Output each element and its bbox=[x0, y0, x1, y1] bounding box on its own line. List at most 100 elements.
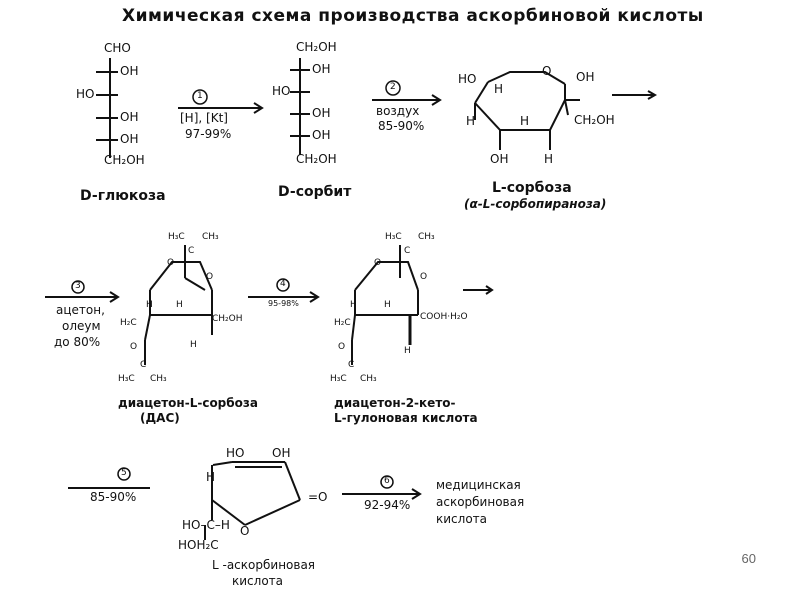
glucose-oh-2: OH bbox=[120, 110, 139, 124]
glucose-oh-3: OH bbox=[120, 132, 139, 146]
arrow-step-2 bbox=[372, 80, 442, 106]
dak-name-line-1: диацетон-2-кето- bbox=[334, 396, 456, 410]
dak-h-3: H bbox=[404, 346, 411, 356]
ascorbic-carbonyl: =O bbox=[308, 490, 328, 504]
sorbose-oh-right: OH bbox=[576, 70, 595, 84]
step-5-yield: 85-90% bbox=[90, 490, 137, 504]
ascorbic-name-line-2: кислота bbox=[232, 574, 283, 588]
dak-o-2: O bbox=[420, 272, 428, 282]
das-h-1: H bbox=[146, 300, 153, 310]
step-3-condition-2: олеум bbox=[62, 319, 101, 333]
arrow-to-ascorbic bbox=[463, 285, 494, 295]
sorbitol-name: D-сорбит bbox=[278, 184, 352, 200]
das-o-2: O bbox=[206, 272, 214, 282]
dak-ch3-bottom: CH₃ bbox=[360, 374, 377, 384]
ascorbic-ho-c-h: HO–C–H bbox=[182, 518, 230, 532]
das-ch3-top: CH₃ bbox=[202, 232, 219, 242]
das-structure bbox=[144, 245, 213, 365]
step-3-number: 3 bbox=[75, 281, 81, 291]
sorbitol-oh-3: OH bbox=[312, 128, 331, 142]
sorbose-h-3: H bbox=[520, 114, 530, 128]
product-line-1: медицинская bbox=[436, 478, 521, 492]
das-name: диацетон-L-сорбоза bbox=[118, 396, 258, 410]
sorbose-h-1: H bbox=[494, 82, 504, 96]
sorbitol-ho: HO bbox=[272, 84, 291, 98]
step-2-yield: 85-90% bbox=[378, 119, 425, 133]
ascorbic-hoh2c: HOH₂C bbox=[178, 538, 219, 552]
das-o-3: O bbox=[130, 342, 138, 352]
step-6-number: 6 bbox=[384, 476, 390, 486]
dak-h-2: H bbox=[384, 300, 391, 310]
dak-cooh: COOH·H₂O bbox=[420, 312, 468, 322]
arrow-step-5 bbox=[68, 467, 150, 489]
das-h2c: H₂C bbox=[120, 318, 137, 328]
das-h-2: H bbox=[176, 300, 183, 310]
ascorbic-ring-o: O bbox=[240, 524, 250, 538]
arrow-step-6 bbox=[342, 475, 422, 500]
sorbitol-ch2oh-top: CH₂OH bbox=[296, 40, 337, 54]
ascorbic-ho: HO bbox=[226, 446, 245, 460]
glucose-ch2oh: CH₂OH bbox=[104, 153, 145, 167]
dak-structure bbox=[351, 245, 419, 365]
das-h3c-bottom: H₃C bbox=[118, 374, 135, 384]
glucose-skeleton bbox=[96, 58, 118, 158]
dak-c-top: C bbox=[404, 246, 411, 256]
das-o-1: O bbox=[167, 258, 175, 268]
das-h3c-top: H₃C bbox=[168, 232, 185, 242]
product-line-2: аскорбиновая bbox=[436, 495, 525, 509]
dak-h3c-bottom: H₃C bbox=[330, 374, 347, 384]
sorbitol-ch2oh-bottom: CH₂OH bbox=[296, 152, 337, 166]
step-1-number: 1 bbox=[197, 91, 203, 101]
sorbitol-skeleton bbox=[290, 58, 310, 155]
step-4-number: 4 bbox=[280, 279, 286, 289]
arrow-step-1 bbox=[178, 89, 264, 114]
step-1-condition: [H], [Kt] bbox=[180, 111, 228, 125]
das-subname: (ДАС) bbox=[140, 411, 180, 425]
step-1-yield: 97-99% bbox=[185, 127, 232, 141]
sorbose-ring bbox=[474, 71, 580, 150]
sorbitol-oh-1: OH bbox=[312, 62, 331, 76]
step-3-condition-3: до 80% bbox=[54, 335, 101, 349]
page-title: Химическая схема производства аскорбинов… bbox=[122, 6, 704, 26]
sorbose-h-2: H bbox=[466, 114, 476, 128]
step-5-number: 5 bbox=[121, 468, 127, 478]
slide-number: 60 bbox=[741, 551, 756, 566]
product-line-3: кислота bbox=[436, 512, 487, 526]
ascorbic-oh: OH bbox=[272, 446, 291, 460]
sorbose-oh-bottom: OH bbox=[490, 152, 509, 166]
sorbose-ho: HO bbox=[458, 72, 477, 86]
sorbitol-oh-2: OH bbox=[312, 106, 331, 120]
sorbose-ch2oh: CH₂OH bbox=[574, 113, 615, 127]
dak-o-3: O bbox=[338, 342, 346, 352]
glucose-ho: HO bbox=[76, 87, 95, 101]
dak-h2c: H₂C bbox=[334, 318, 351, 328]
glucose-cho: CHO bbox=[104, 41, 131, 55]
step-4-yield: 95-98% bbox=[268, 299, 299, 308]
das-ch3-bottom: CH₃ bbox=[150, 374, 167, 384]
dak-h-1: H bbox=[350, 300, 357, 310]
ascorbic-h: H bbox=[206, 470, 216, 484]
dak-o-1: O bbox=[374, 258, 382, 268]
step-6-yield: 92-94% bbox=[364, 498, 411, 512]
step-2-number: 2 bbox=[390, 82, 396, 92]
dak-ch3-top: CH₃ bbox=[418, 232, 435, 242]
das-c-bottom: C bbox=[140, 360, 147, 370]
das-h-3: H bbox=[190, 340, 197, 350]
ascorbic-structure bbox=[204, 461, 301, 540]
sorbose-ring-o: O bbox=[542, 64, 552, 78]
arrow-step-3 bbox=[45, 280, 120, 303]
ascorbic-name-line-1: L -аскорбиновая bbox=[212, 558, 316, 572]
dak-h3c-top: H₃C bbox=[385, 232, 402, 242]
dak-name-line-2: L-гулоновая кислота bbox=[334, 411, 478, 425]
sorbose-h-bottom: H bbox=[544, 152, 554, 166]
das-c-top: C bbox=[188, 246, 195, 256]
dak-c-bottom: C bbox=[348, 360, 355, 370]
arrow-step-4 bbox=[248, 278, 320, 303]
das-ch2oh: CH₂OH bbox=[212, 314, 243, 324]
glucose-oh-1: OH bbox=[120, 64, 139, 78]
step-2-condition: воздух bbox=[376, 104, 420, 118]
sorbose-name: L-сорбоза bbox=[492, 180, 572, 196]
glucose-name: D-глюкоза bbox=[80, 188, 166, 204]
sorbose-subname: (α-L-сорбопираноза) bbox=[464, 197, 607, 211]
